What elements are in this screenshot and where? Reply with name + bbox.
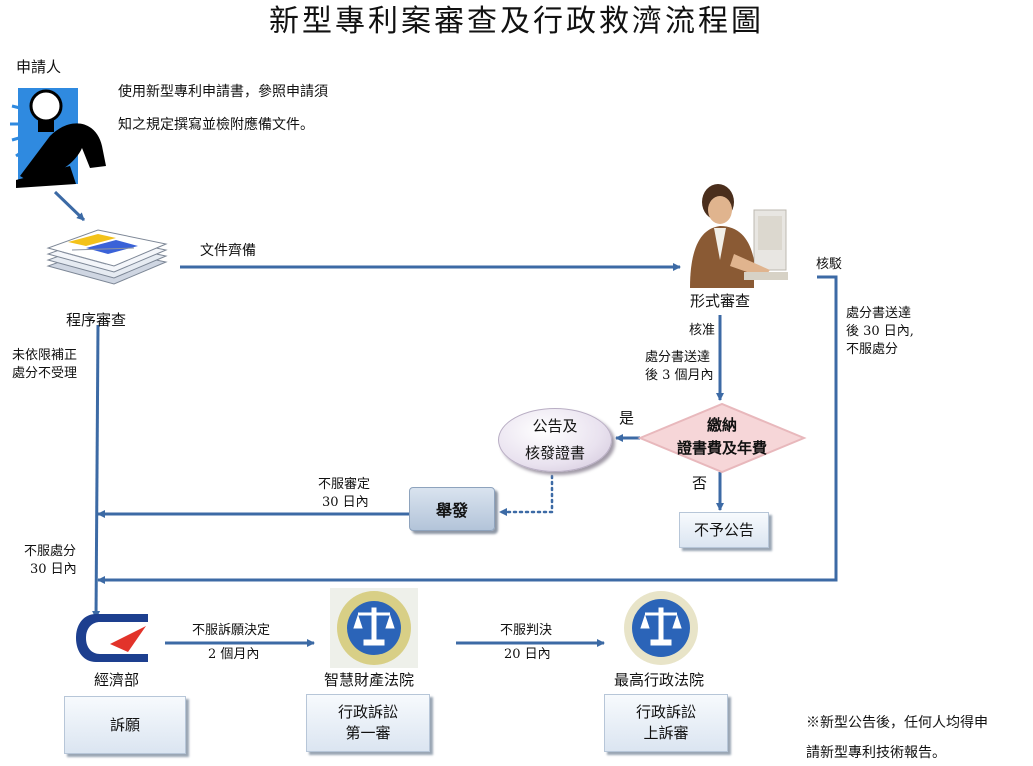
announce-ellipse: 公告及 核發證書 (498, 408, 612, 472)
person-lightbulb-icon (10, 76, 110, 188)
reject-note-line3: 不服處分 (846, 342, 899, 357)
appeal-note-line1: 不服處分 (24, 544, 77, 559)
procedure-reject-line2: 處分不受理 (12, 366, 78, 381)
notice-3months-line2: 後 3 個月內 (645, 368, 714, 383)
footnote-line1: ※新型公告後，任何人均得申 (806, 715, 988, 731)
docs-complete-label: 文件齊備 (200, 243, 256, 259)
appeal-note-line2: 30 日內 (30, 562, 77, 577)
formal-exam-label: 形式審查 (690, 292, 751, 310)
petition-box: 訴願 (64, 696, 186, 754)
report-label: 舉發 (435, 501, 468, 520)
applicant-desc-line1: 使用新型專利申請書，參照申請須 (118, 84, 328, 100)
fee-line1: 繳納 (706, 416, 737, 434)
court-seal-icon (330, 588, 418, 668)
reject-note-line1: 處分書送達 (846, 306, 912, 321)
no-label: 否 (692, 474, 708, 492)
applicant-desc-line2: 知之規定撰寫並檢附應備文件。 (118, 117, 314, 133)
arrow-procedure-down (92, 324, 101, 619)
page-title: 新型專利案審查及行政救濟流程圖 (269, 4, 764, 39)
procedure-reject-line1: 未依限補正 (12, 348, 78, 363)
documents-stack-icon (42, 226, 170, 298)
no-announce-box: 不予公告 (679, 512, 769, 548)
report-note-line1: 不服審定 (318, 477, 371, 492)
fee-diamond-text: 繳納 證書費及年費 (664, 414, 780, 460)
report-box: 舉發 (409, 487, 495, 531)
reject-note-line2: 後 30 日內, (846, 324, 914, 339)
judgment-note-line2: 20 日內 (504, 647, 551, 662)
arrow-applicant-to-procedure (53, 190, 86, 222)
ip-court-box-line2: 第一審 (345, 724, 391, 742)
procedure-label: 程序審查 (66, 311, 127, 329)
supreme-court-label: 最高行政法院 (614, 671, 705, 689)
fee-line2: 證書費及年費 (676, 439, 767, 457)
announce-line2: 核發證書 (524, 444, 585, 462)
applicant-label: 申請人 (16, 58, 62, 76)
notice-3months-line1: 處分書送達 (645, 350, 711, 365)
dotted-arrow-announce-to-report (498, 474, 554, 516)
approve-label: 核准 (689, 323, 716, 338)
petition-label: 訴願 (109, 715, 140, 734)
footnote-line2: 請新型專利技術報告。 (806, 745, 946, 761)
petition-decision-note-line1: 不服訴願決定 (192, 623, 271, 638)
judgment-note-line1: 不服判決 (500, 623, 553, 638)
moea-label: 經濟部 (94, 671, 140, 689)
yes-label: 是 (619, 409, 635, 427)
moea-logo-icon (76, 612, 150, 664)
ip-court-box: 行政訴訟 第一審 (306, 694, 430, 752)
supreme-court-box-line2: 上訴審 (643, 724, 689, 742)
announce-line1: 公告及 (532, 417, 578, 435)
report-note-line2: 30 日內 (322, 495, 369, 510)
fee-diamond (637, 402, 807, 474)
reject-label: 核駁 (816, 257, 843, 272)
arrow-reject-to-appeal (97, 275, 838, 584)
petition-decision-note-line2: 2 個月內 (208, 647, 260, 662)
supreme-court-seal-icon (618, 588, 704, 668)
no-announce-label: 不予公告 (693, 520, 754, 539)
ip-court-box-line1: 行政訴訟 (337, 703, 398, 721)
supreme-court-box-line1: 行政訴訟 (635, 703, 696, 721)
examiner-computer-icon (684, 180, 788, 292)
supreme-court-box: 行政訴訟 上訴審 (604, 694, 728, 752)
ip-court-label: 智慧財產法院 (324, 671, 415, 689)
